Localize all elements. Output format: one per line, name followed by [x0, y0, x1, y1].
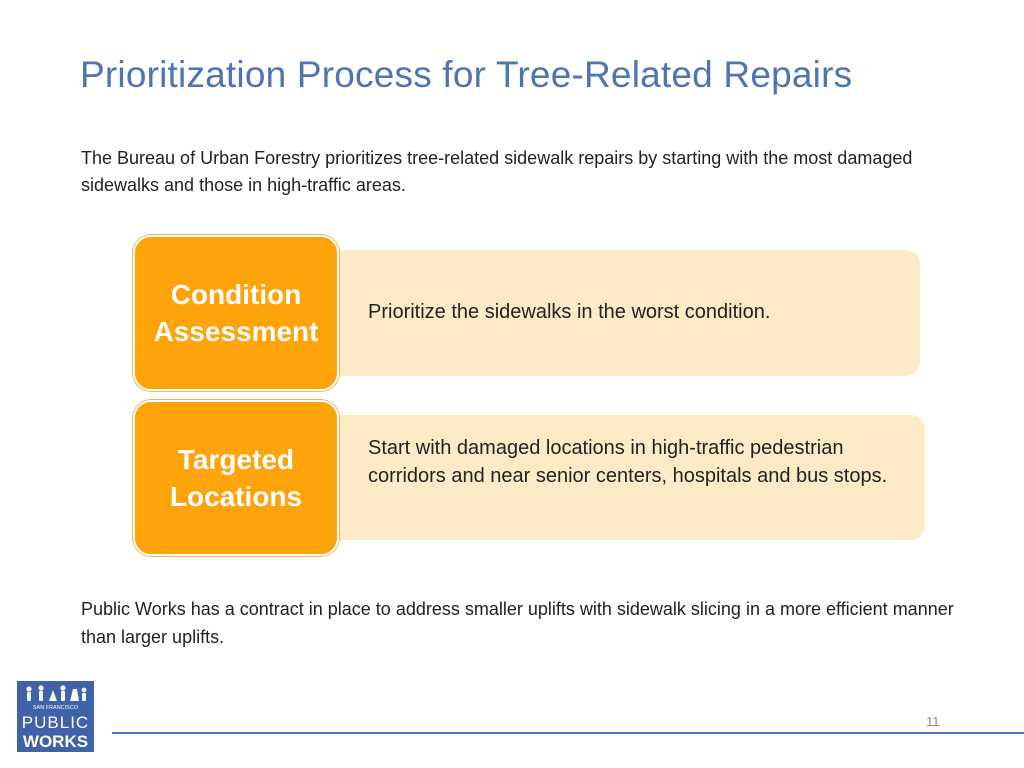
step-label: Condition Assessment — [153, 279, 319, 347]
step-row-condition-assessment: Prioritize the sidewalks in the worst co… — [133, 235, 928, 391]
step-description-box: Prioritize the sidewalks in the worst co… — [323, 250, 920, 376]
step-description: Start with damaged locations in high-tra… — [368, 437, 888, 487]
footer-divider — [112, 732, 1024, 734]
step-description: Prioritize the sidewalks in the worst co… — [368, 301, 771, 323]
logo-line3: WORKS — [23, 732, 88, 751]
step-description-box: Start with damaged locations in high-tra… — [323, 415, 925, 540]
step-label-box: Condition Assessment — [133, 235, 339, 391]
page-number: 11 — [926, 714, 940, 729]
closing-paragraph: Public Works has a contract in place to … — [81, 599, 954, 647]
logo-line2: PUBLIC — [22, 713, 89, 732]
slide-title: Prioritization Process for Tree-Related … — [80, 54, 853, 95]
step-label-box: Targeted Locations — [133, 400, 339, 556]
logo-line1: SAN FRANCISCO — [33, 705, 79, 711]
step-label: Targeted Locations — [169, 444, 303, 512]
intro-paragraph: The Bureau of Urban Forestry prioritizes… — [81, 148, 913, 195]
step-row-targeted-locations: Start with damaged locations in high-tra… — [133, 400, 928, 556]
public-works-logo: SAN FRANCISCO PUBLIC WORKS — [17, 681, 94, 752]
